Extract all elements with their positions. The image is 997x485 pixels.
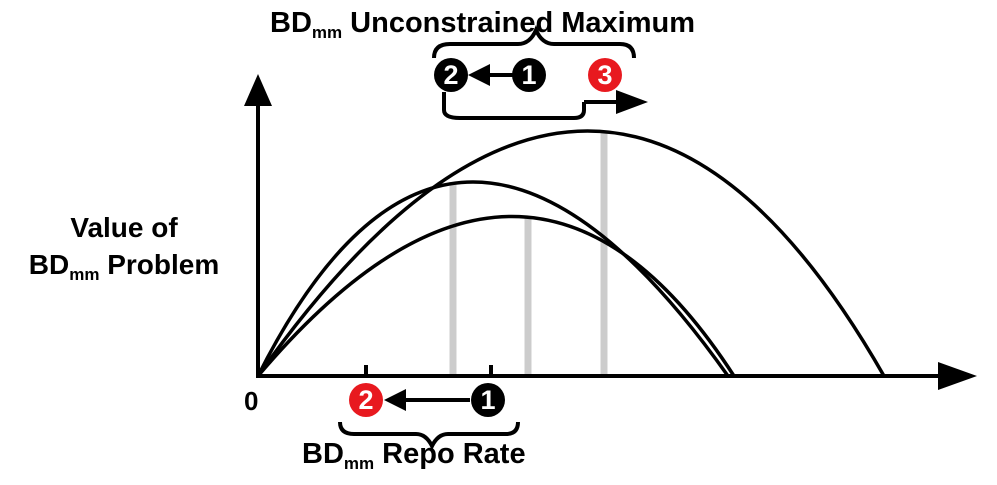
bottom-badge-2: 2 xyxy=(349,383,383,417)
bottom-arrowhead-2 xyxy=(384,389,406,411)
diagram-title: BDmm Unconstrained Maximum xyxy=(270,7,696,42)
y-axis-label-line2: BDmm Problem xyxy=(28,248,220,284)
bottom-badge-1: 1 xyxy=(471,383,505,417)
x-axis-label: BDmm Repo Rate xyxy=(302,438,526,473)
y-axis-label-line1: Value of xyxy=(70,212,178,243)
origin-label: 0 xyxy=(244,386,259,416)
top-badge-3: 3 xyxy=(588,58,622,92)
top-lower-bracket xyxy=(442,92,586,120)
curve-peak-1 xyxy=(256,214,736,378)
top-badge-1: 1 xyxy=(512,58,546,92)
top-badge-2: 2 xyxy=(434,58,468,92)
curve-peak-2 xyxy=(256,180,730,378)
top-arrowhead-3 xyxy=(616,90,648,114)
y-axis-label: Value of BDmm Problem xyxy=(6,210,242,284)
curve-peak-3 xyxy=(256,129,886,378)
bottom-brace xyxy=(338,421,520,451)
y-axis-arrowhead xyxy=(244,74,272,106)
top-brace xyxy=(432,24,636,59)
x-axis-arrowhead xyxy=(938,362,977,390)
top-arrowhead-2 xyxy=(468,64,490,86)
